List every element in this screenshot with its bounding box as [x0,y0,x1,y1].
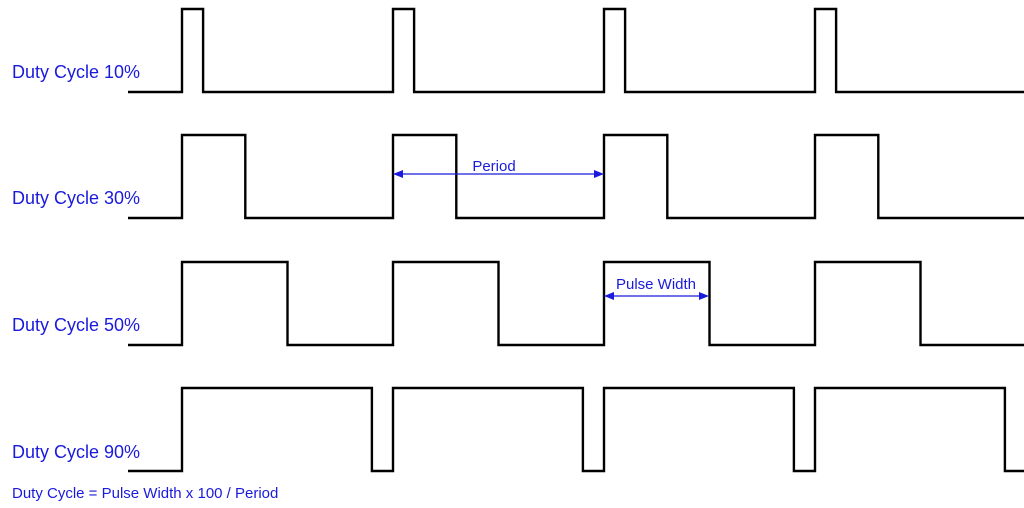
row-label-30: Duty Cycle 30% [12,188,140,208]
pulse-width-arrow-left-head [604,292,614,300]
pulse-width-annotation: Pulse Width [604,276,709,300]
waveform-30 [128,133,1024,220]
period-arrow-left-head [393,170,403,178]
period-annotation: Period [393,158,604,178]
waveform-50 [128,260,1024,347]
period-arrow-right-head [594,170,604,178]
period-label: Period [472,158,515,175]
pulse-width-label: Pulse Width [616,276,696,293]
row-label-10: Duty Cycle 10% [12,62,140,82]
pulse-width-arrow-right-head [699,292,709,300]
waveform-90 [128,386,1024,473]
row-label-90: Duty Cycle 90% [12,442,140,462]
waveform-10 [128,7,1024,94]
row-label-50: Duty Cycle 50% [12,315,140,335]
duty-cycle-formula: Duty Cycle = Pulse Width x 100 / Period [12,485,278,502]
